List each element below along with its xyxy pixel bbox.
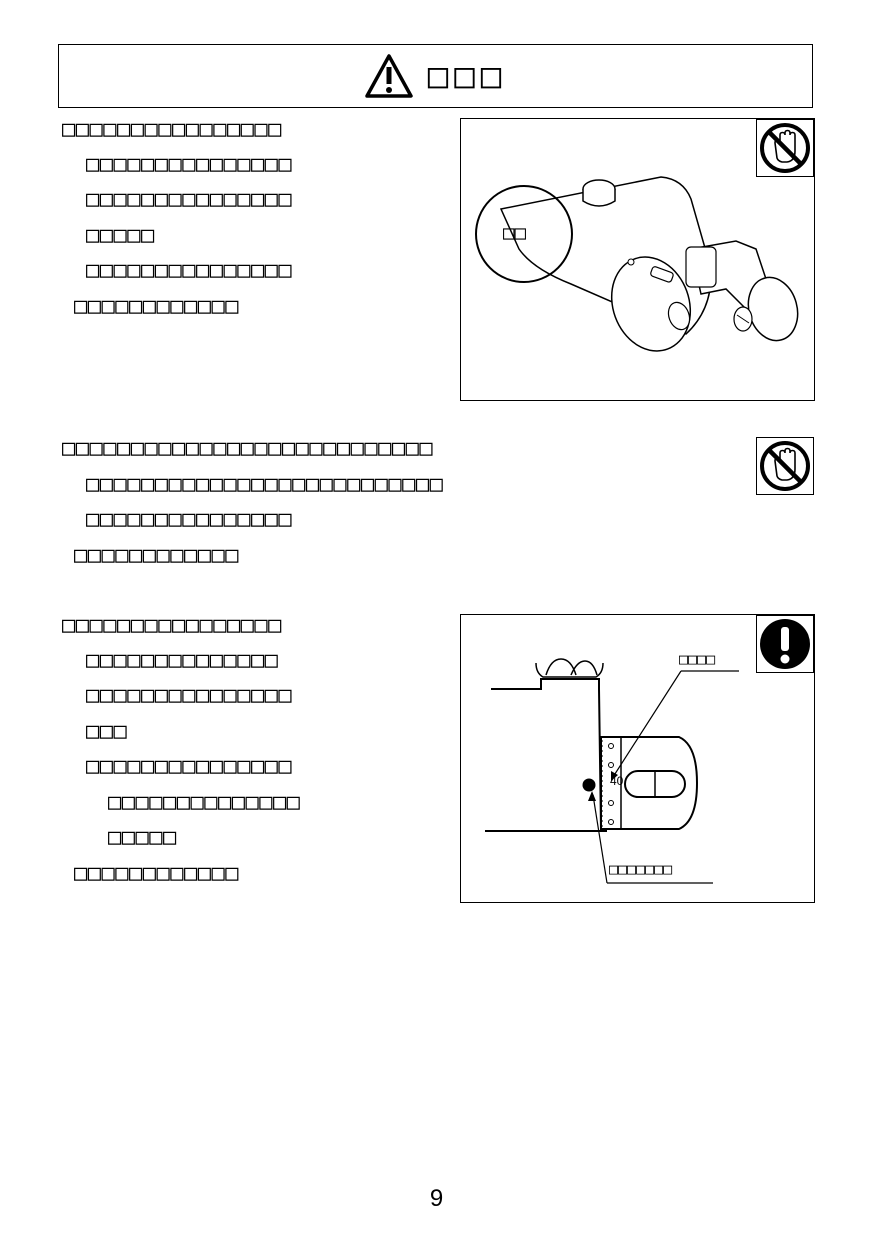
section3-line-8: □□□□□□□□□□□□ [74,861,239,886]
section2-line-2: □□□□□□□□□□□□□□□□□□□□□□□□□□ [86,472,444,497]
header-title: □□□ [427,56,508,96]
warning-triangle-icon [365,54,413,98]
section1-line-3: □□□□□□□□□□□□□□□ [86,187,293,212]
mandatory-exclamation-icon [760,619,810,669]
section3-line-7: □□□□□ [108,825,177,850]
section1-line-4: □□□□□ [86,223,155,248]
figure-label-top: □□□□ [679,650,716,668]
section1-line-5: □□□□□□□□□□□□□□□ [86,258,293,283]
section1-line-6: □□□□□□□□□□□□ [74,294,239,319]
section3-line-1: □□□□□□□□□□□□□□□□ [62,613,282,638]
dial-value: 40 [610,774,624,788]
section3-line-3: □□□□□□□□□□□□□□□ [86,683,293,708]
section2-line-3: □□□□□□□□□□□□□□□ [86,507,293,532]
section2-line-4: □□□□□□□□□□□□ [74,543,239,568]
no-touch-icon [760,441,810,491]
section1-line-1: □□□□□□□□□□□□□□□□ [62,117,282,142]
faucet-figure: □□ [460,118,815,401]
section3-line-2: □□□□□□□□□□□□□□ [86,648,279,673]
warning-header: □□□ [58,44,813,108]
dial-illustration [485,658,739,884]
dial-figure: □□□□ 40 □□□□□□□ [460,614,815,903]
faucet-illustration [475,176,799,352]
page-number: 9 [429,1185,444,1212]
section3-line-4: □□□ [86,719,128,744]
mandatory-sign [756,615,814,673]
figure-callout-label: □□ [503,222,526,244]
section2-line-1: □□□□□□□□□□□□□□□□□□□□□□□□□□□ [62,436,434,461]
no-touch-icon [760,123,810,173]
section3-line-5: □□□□□□□□□□□□□□□ [86,754,293,779]
figure-label-bottom: □□□□□□□ [609,860,673,878]
no-touch-sign-2 [756,437,814,495]
section3-line-6: □□□□□□□□□□□□□□ [108,790,301,815]
no-touch-sign-1 [756,119,814,177]
section1-line-2: □□□□□□□□□□□□□□□ [86,152,293,177]
